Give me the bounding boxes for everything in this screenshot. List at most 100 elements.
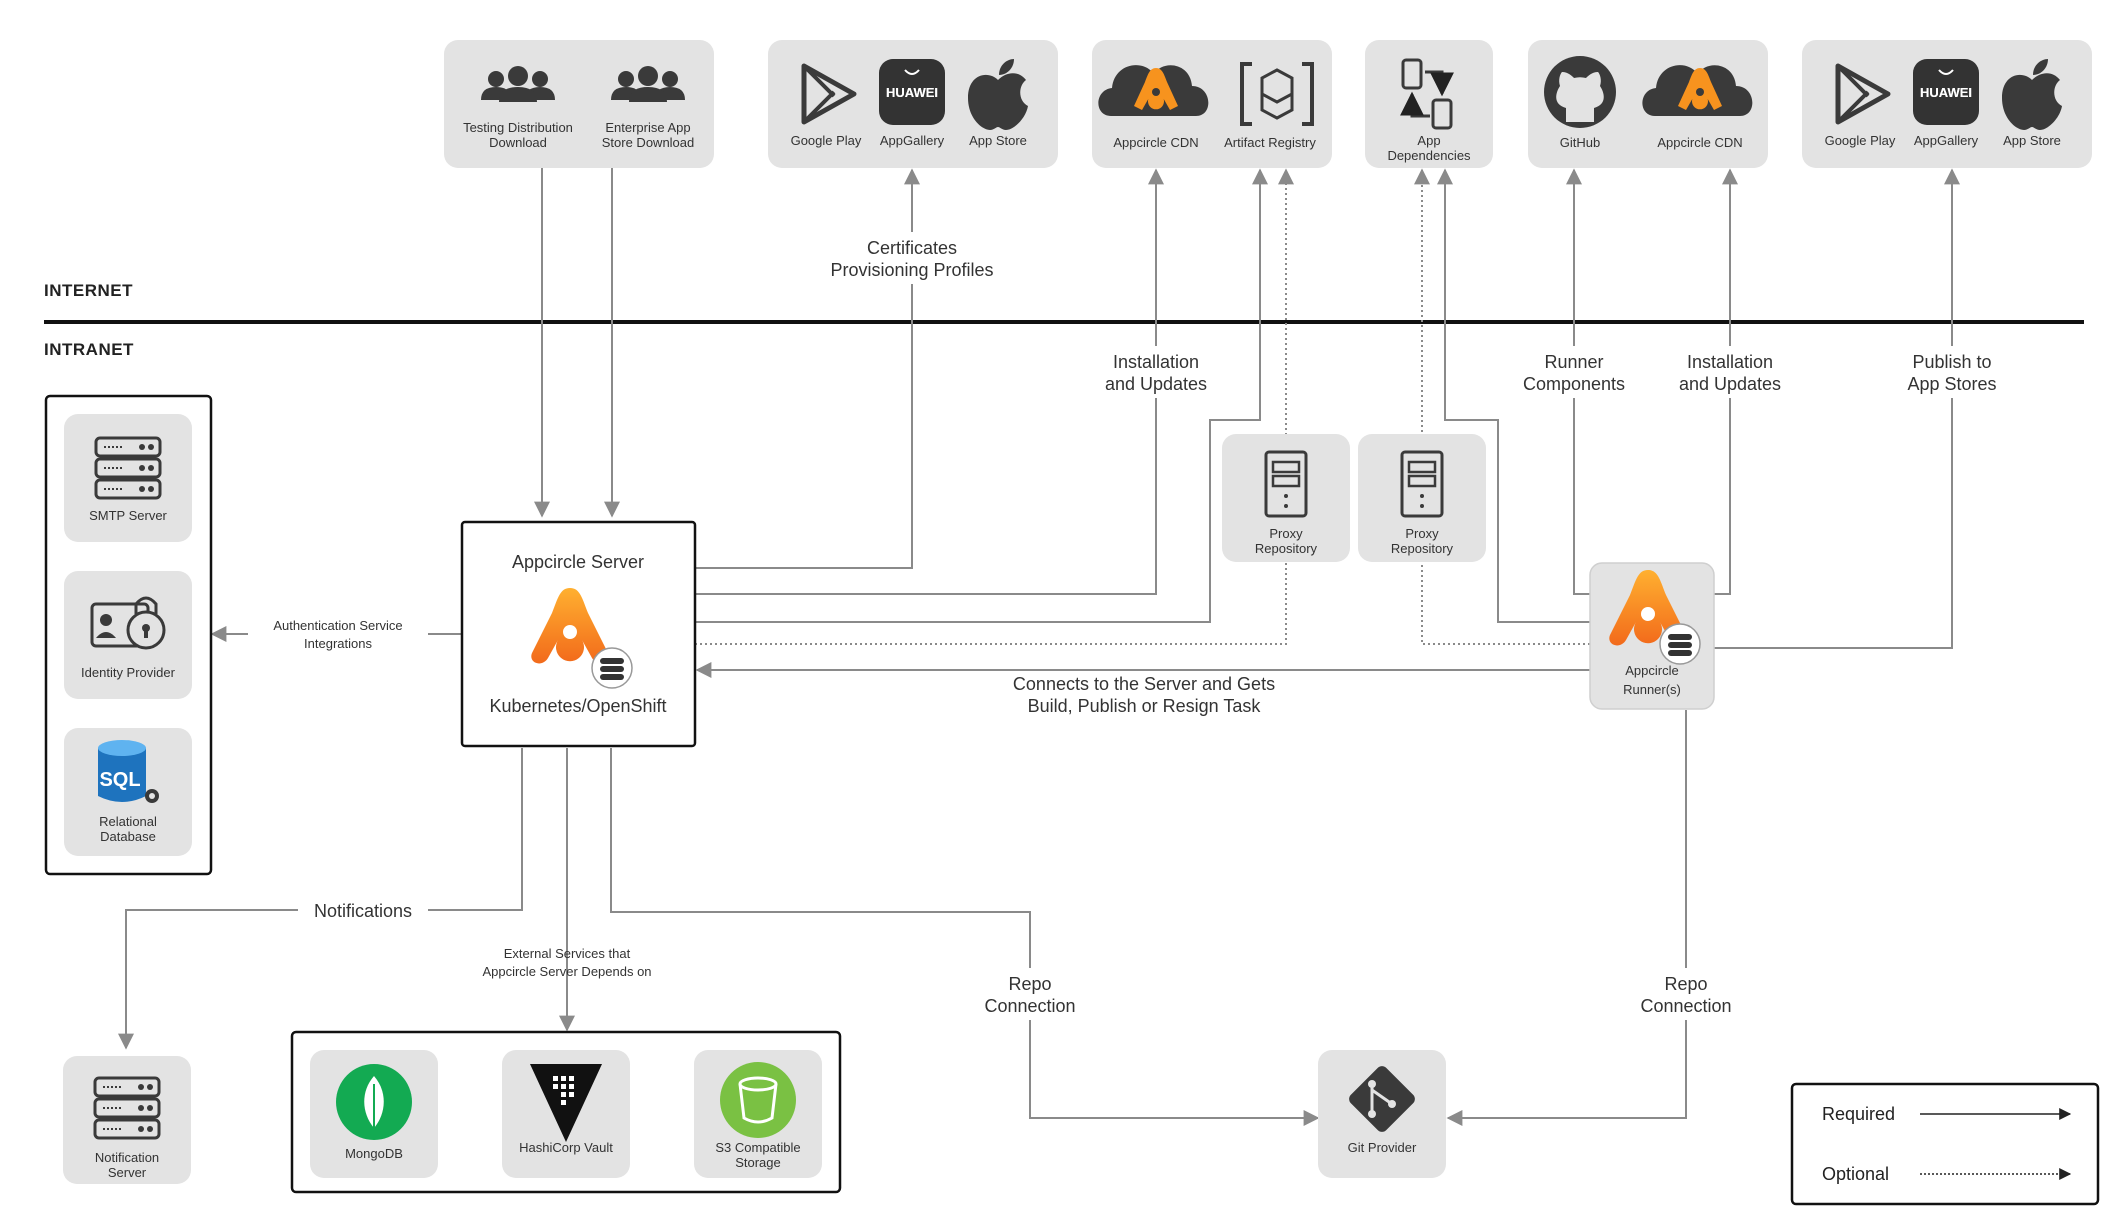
label-external-services: External Services that Appcircle Server … xyxy=(482,946,651,979)
git-provider-node: Git Provider xyxy=(1318,1050,1446,1178)
svg-text:Repo: Repo xyxy=(1008,974,1051,994)
identity-provider-icon xyxy=(90,596,166,650)
server-title: Appcircle Server xyxy=(512,552,644,572)
label-certificates: Certificates Provisioning Profiles xyxy=(830,238,993,280)
svg-text:Server: Server xyxy=(108,1165,147,1180)
svg-text:Enterprise App: Enterprise App xyxy=(605,120,690,135)
svg-text:Appcircle CDN: Appcircle CDN xyxy=(1657,135,1742,150)
relational-database-node: SQL Relational Database xyxy=(64,728,192,856)
svg-text:HUAWEI: HUAWEI xyxy=(1920,85,1972,100)
svg-text:Connection: Connection xyxy=(984,996,1075,1016)
intranet-label: INTRANET xyxy=(44,340,134,359)
svg-text:Connects to the Server and Get: Connects to the Server and Gets xyxy=(1013,674,1275,694)
svg-text:Google Play: Google Play xyxy=(791,133,862,148)
svg-text:Build, Publish or Resign Task: Build, Publish or Resign Task xyxy=(1028,696,1262,716)
app-dependencies-icon xyxy=(1400,58,1454,130)
label-publish: Publish to App Stores xyxy=(1907,352,1996,394)
svg-text:Installation: Installation xyxy=(1113,352,1199,372)
appcircle-server-node: Appcircle Server Kubernetes/OpenShift xyxy=(460,520,697,748)
svg-text:App Store: App Store xyxy=(969,133,1027,148)
git-icon xyxy=(1349,1066,1415,1132)
svg-text:Runner: Runner xyxy=(1544,352,1603,372)
hashicorp-vault-node: HashiCorp Vault xyxy=(502,1050,630,1178)
svg-text:Notification: Notification xyxy=(95,1150,159,1165)
legend-optional: Optional xyxy=(1822,1164,1889,1184)
artifact-registry-icon xyxy=(1240,62,1314,126)
label-connects: Connects to the Server and Gets Build, P… xyxy=(1013,674,1275,716)
group-stores-internet: HUAWEI Google Play AppGallery App Store xyxy=(768,40,1058,168)
svg-text:Certificates: Certificates xyxy=(867,238,957,258)
server-subtitle: Kubernetes/OpenShift xyxy=(489,696,666,716)
svg-text:Components: Components xyxy=(1523,374,1625,394)
svg-text:Authentication Service: Authentication Service xyxy=(273,618,402,633)
svg-text:Appcircle Server Depends on: Appcircle Server Depends on xyxy=(482,964,651,979)
svg-text:Download: Download xyxy=(489,135,547,150)
svg-text:Repository: Repository xyxy=(1255,541,1318,556)
proxy-repository-1: Proxy Repository xyxy=(1222,434,1350,562)
svg-text:and Updates: and Updates xyxy=(1105,374,1207,394)
svg-text:Installation: Installation xyxy=(1687,352,1773,372)
svg-text:Database: Database xyxy=(100,829,156,844)
svg-text:Proxy: Proxy xyxy=(1269,526,1303,541)
identity-provider-node: Identity Provider xyxy=(64,571,192,699)
github-icon xyxy=(1544,56,1616,128)
svg-text:HashiCorp Vault: HashiCorp Vault xyxy=(519,1140,613,1155)
svg-text:Provisioning Profiles: Provisioning Profiles xyxy=(830,260,993,280)
group-stores-runner: HUAWEI Google Play AppGallery App Store xyxy=(1802,40,2092,168)
label-repo-connection-server: Repo Connection xyxy=(984,974,1075,1016)
legend: Required Optional xyxy=(1790,1082,2100,1206)
label-installation-updates-server: Installation and Updates xyxy=(1105,352,1207,394)
svg-text:Appcircle CDN: Appcircle CDN xyxy=(1113,135,1198,150)
smtp-server-node: SMTP Server xyxy=(64,414,192,542)
group-github-cdn: GitHub Appcircle CDN xyxy=(1528,40,1768,168)
label-notifications: Notifications xyxy=(314,901,412,921)
svg-text:External Services that: External Services that xyxy=(504,946,631,961)
svg-text:Git Provider: Git Provider xyxy=(1348,1140,1417,1155)
group-app-dependencies: App Dependencies xyxy=(1365,40,1493,168)
svg-text:Integrations: Integrations xyxy=(304,636,372,651)
s3-bucket-icon xyxy=(720,1062,796,1138)
database-badge-icon xyxy=(591,647,633,689)
svg-text:Repository: Repository xyxy=(1391,541,1454,556)
s3-storage-node: S3 Compatible Storage xyxy=(694,1050,822,1178)
hashicorp-vault-icon xyxy=(530,1064,602,1142)
svg-text:Publish to: Publish to xyxy=(1912,352,1991,372)
svg-text:App Stores: App Stores xyxy=(1907,374,1996,394)
label-runner-components: Runner Components xyxy=(1523,352,1625,394)
svg-text:GitHub: GitHub xyxy=(1560,135,1600,150)
svg-text:Proxy: Proxy xyxy=(1405,526,1439,541)
svg-text:Dependencies: Dependencies xyxy=(1387,148,1471,163)
svg-text:HUAWEI: HUAWEI xyxy=(886,85,938,100)
left-services-group: SMTP Server Identity Provider SQL xyxy=(44,394,213,876)
group-cdn-registry: Appcircle CDN Artifact Registry xyxy=(1092,40,1332,168)
svg-text:Runner(s): Runner(s) xyxy=(1623,682,1681,697)
svg-text:Connection: Connection xyxy=(1640,996,1731,1016)
database-badge-icon xyxy=(1659,623,1701,665)
mongodb-icon xyxy=(336,1064,412,1140)
label-installation-updates-runner: Installation and Updates xyxy=(1679,352,1781,394)
label-auth: Authentication Service Integrations xyxy=(273,618,402,651)
svg-text:SMTP Server: SMTP Server xyxy=(89,508,167,523)
svg-text:App: App xyxy=(1417,133,1440,148)
svg-text:Appcircle: Appcircle xyxy=(1625,663,1678,678)
svg-text:Relational: Relational xyxy=(99,814,157,829)
svg-text:Testing Distribution: Testing Distribution xyxy=(463,120,573,135)
external-services-group: MongoDB HashiCorp Vault S3 C xyxy=(290,1030,842,1194)
svg-text:and Updates: and Updates xyxy=(1679,374,1781,394)
group-downloads: Testing Distribution Download Enterprise… xyxy=(444,40,714,168)
svg-text:Storage: Storage xyxy=(735,1155,781,1170)
legend-required: Required xyxy=(1822,1104,1895,1124)
svg-text:AppGallery: AppGallery xyxy=(1914,133,1979,148)
svg-text:MongoDB: MongoDB xyxy=(345,1146,403,1161)
svg-text:AppGallery: AppGallery xyxy=(880,133,945,148)
proxy-repository-2: Proxy Repository xyxy=(1358,434,1486,562)
svg-text:Identity Provider: Identity Provider xyxy=(81,665,176,680)
svg-text:Store Download: Store Download xyxy=(602,135,695,150)
svg-text:SQL: SQL xyxy=(99,769,140,791)
mongodb-node: MongoDB xyxy=(310,1050,438,1178)
svg-text:S3 Compatible: S3 Compatible xyxy=(715,1140,800,1155)
internet-label: INTERNET xyxy=(44,281,133,300)
sql-database-icon: SQL xyxy=(98,740,159,803)
svg-text:Artifact Registry: Artifact Registry xyxy=(1224,135,1316,150)
